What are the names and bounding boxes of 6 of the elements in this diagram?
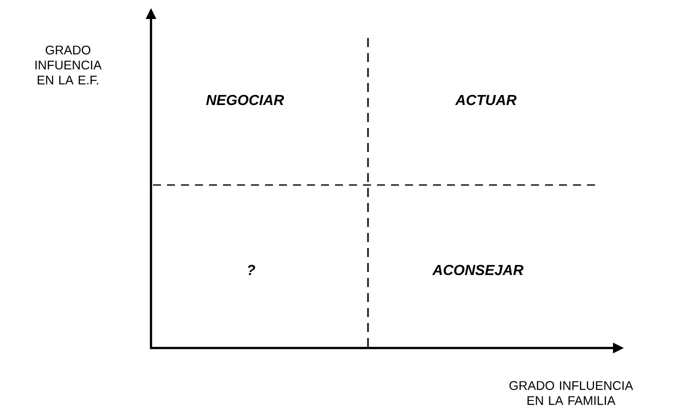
quadrant-label: ACONSEJAR bbox=[432, 264, 524, 276]
axis-label: GRADO INFUENCIA EN LA E.F. bbox=[35, 46, 102, 84]
quadrant-label: ACTUAR bbox=[455, 94, 516, 106]
quadrant-label: NEGOCIAR bbox=[206, 94, 284, 106]
axis-label: GRADO INFLUENCIA EN LA FAMILIA bbox=[509, 381, 634, 405]
quadrant-label: ? bbox=[248, 264, 256, 276]
